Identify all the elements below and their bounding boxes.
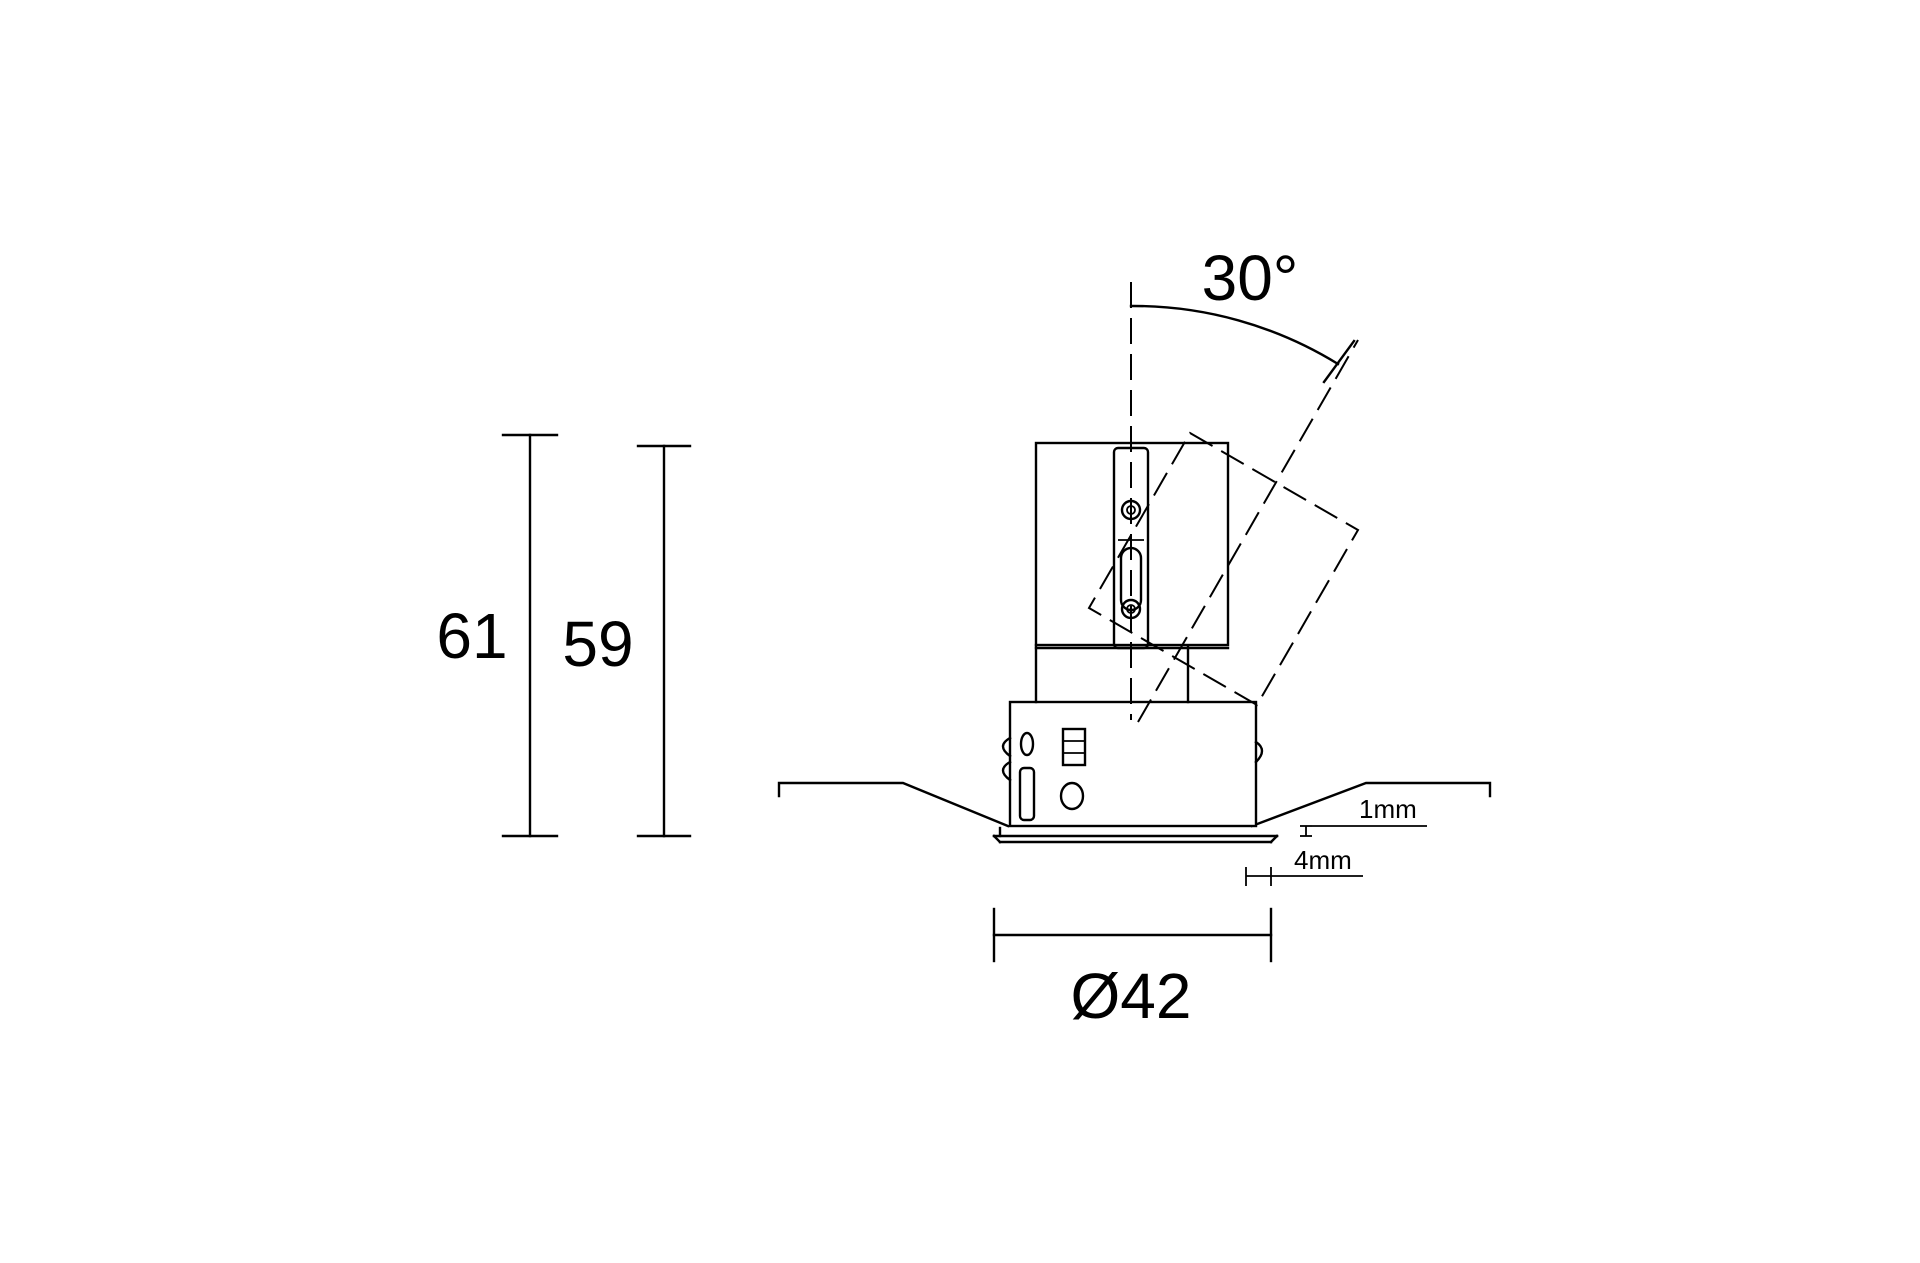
dimension-4mm: 4mm — [1245, 845, 1363, 886]
ceiling-flange — [777, 781, 1492, 844]
neck — [1034, 643, 1190, 704]
dimension-diameter: Ø42 — [992, 907, 1273, 1032]
dimension-angle-label: 30° — [1202, 242, 1299, 314]
dimension-59: 59 — [562, 444, 692, 838]
dimension-59-label: 59 — [562, 608, 633, 680]
dimension-1mm: 1mm — [1300, 794, 1427, 837]
lower-housing — [1001, 700, 1264, 828]
dimension-diameter-label: Ø42 — [1071, 960, 1192, 1032]
dimension-4mm-label: 4mm — [1294, 845, 1352, 875]
dimension-61-label: 61 — [436, 600, 507, 672]
dimension-1mm-label: 1mm — [1359, 794, 1417, 824]
tilted-head-outline — [1087, 339, 1360, 723]
dimension-angle: 30° — [1129, 242, 1356, 384]
dimension-61: 61 — [436, 433, 559, 838]
